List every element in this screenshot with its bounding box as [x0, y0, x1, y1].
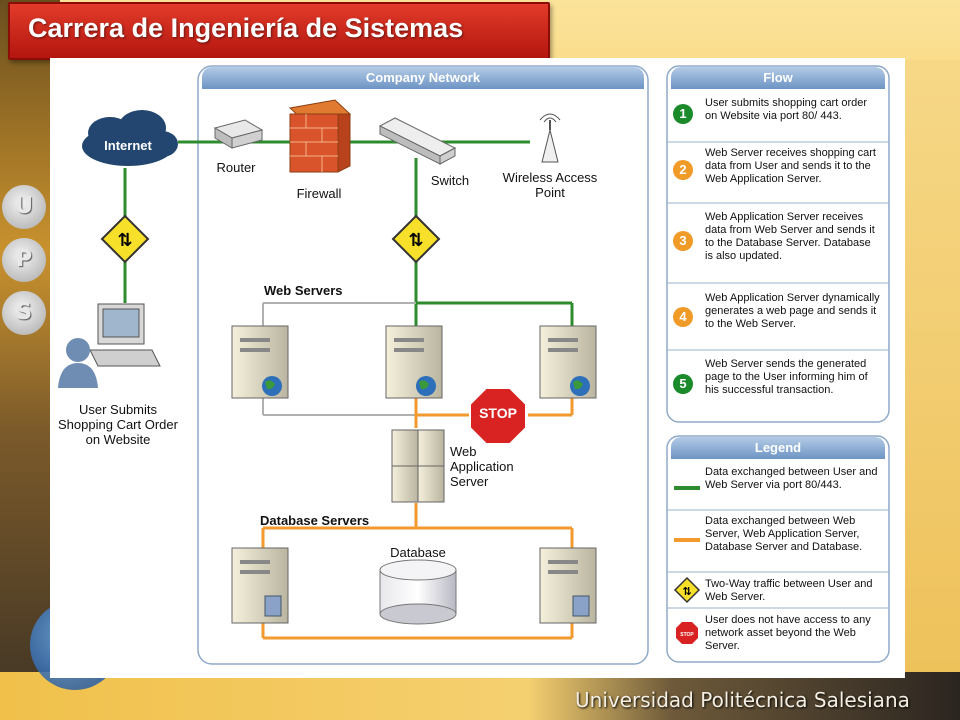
- legend-box: [666, 435, 890, 663]
- firewall-label: Firewall: [296, 186, 342, 201]
- ups-letter-s: S: [2, 291, 46, 335]
- flow-step: 3 Web Application Server receives data f…: [667, 205, 889, 281]
- two-way-traffic-sign-right: ⇅: [391, 214, 441, 264]
- bottom-photo-strip: [0, 672, 960, 720]
- step-number-badge: 4: [673, 307, 693, 327]
- legend-two-way-text: Two-Way traffic between User and Web Ser…: [705, 578, 873, 603]
- slide-title: Carrera de Ingeniería de Sistemas: [28, 13, 464, 43]
- flow-step: 2 Web Server receives shopping cart data…: [667, 144, 889, 202]
- step-text: Web Server receives shopping cart data f…: [705, 147, 876, 185]
- web-server-3-icon: [539, 325, 597, 399]
- svg-text:⇅: ⇅: [408, 230, 423, 251]
- flow-step: 1 User submits shopping cart order on We…: [667, 92, 889, 142]
- web-servers-label: Web Servers: [264, 283, 343, 298]
- step-text: User submits shopping cart order on Webs…: [705, 97, 868, 122]
- web-application-server-label: Web Application Server: [450, 444, 514, 489]
- web-server-2-icon: [385, 325, 443, 399]
- legend-separators: [667, 509, 889, 609]
- router-icon: [213, 119, 264, 149]
- database-server-1-icon: [231, 547, 289, 624]
- legend-stop-sign-icon: STOP: [676, 622, 698, 644]
- ups-letter-u: U: [2, 185, 46, 229]
- slide-title-bar: Carrera de Ingeniería de Sistemas: [8, 2, 550, 60]
- step-number-badge: 5: [673, 374, 693, 394]
- firewall-icon: [288, 99, 352, 173]
- legend-two-way-sign-icon: ⇅: [673, 576, 701, 604]
- step-number-badge: 1: [673, 104, 693, 124]
- flow-step: 4 Web Application Server dynamically gen…: [667, 285, 889, 349]
- svg-text:⇅: ⇅: [682, 585, 691, 598]
- flow-step: 5 Web Server sends the generated page to…: [667, 352, 889, 420]
- diagram-canvas: ⇅ ⇅: [58, 65, 890, 665]
- university-name: Universidad Politécnica Salesiana: [575, 688, 910, 712]
- step-text: Web Application Server receives data fro…: [705, 211, 875, 262]
- two-way-traffic-sign-left: ⇅: [100, 214, 150, 264]
- orange-connections: [261, 398, 574, 640]
- legend-green-text: Data exchanged between User and Web Serv…: [705, 466, 878, 491]
- wireless-access-point-label: Wireless Access Point: [502, 170, 598, 200]
- step-text: Web Application Server dynamically gener…: [705, 292, 880, 330]
- flow-box: [666, 65, 890, 423]
- svg-text:⇅: ⇅: [117, 230, 132, 251]
- company-network-header: Company Network: [202, 67, 644, 89]
- internet-cloud-icon: [82, 110, 178, 166]
- ups-letter-p: P: [2, 238, 46, 282]
- web-server-1-icon: [231, 325, 289, 399]
- database-servers-label: Database Servers: [260, 513, 370, 528]
- database-cylinder-icon: [379, 559, 457, 625]
- stop-label: STOP: [479, 405, 517, 421]
- legend-header: Legend: [671, 437, 885, 459]
- internet-label: Internet: [104, 138, 152, 153]
- web-application-server-icon: [391, 429, 445, 503]
- legend-stop-text: User does not have access to any network…: [705, 614, 871, 652]
- step-number-badge: 3: [673, 231, 693, 251]
- wireless-access-point-icon: [539, 113, 561, 163]
- switch-icon: [378, 117, 457, 165]
- right-background-strip: [905, 60, 960, 680]
- user-label: User Submits Shopping Cart Order on Webs…: [58, 402, 178, 447]
- network-diagram: ⇅ ⇅: [50, 58, 905, 678]
- stop-sign-icon: [469, 387, 527, 445]
- step-text: Web Server sends the generated page to t…: [705, 358, 868, 396]
- switch-label: Switch: [430, 173, 470, 188]
- database-server-2-icon: [539, 547, 597, 624]
- legend-orange-text: Data exchanged between Web Server, Web A…: [705, 515, 863, 553]
- database-label: Database: [390, 545, 446, 560]
- router-label: Router: [216, 160, 256, 175]
- flow-header: Flow: [671, 67, 885, 89]
- flow-separators: [667, 141, 889, 351]
- svg-text:STOP: STOP: [680, 632, 694, 638]
- step-number-badge: 2: [673, 160, 693, 180]
- user-computer-icon: [58, 303, 161, 388]
